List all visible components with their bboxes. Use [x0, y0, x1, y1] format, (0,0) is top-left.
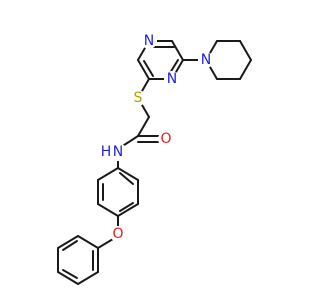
bond — [137, 59, 150, 80]
bond — [143, 60, 154, 77]
bond — [171, 40, 184, 61]
bonds — [57, 40, 252, 285]
bond — [57, 235, 79, 249]
atom-carbonyl-oxygen: O — [158, 131, 174, 147]
bond — [97, 167, 119, 181]
atom-label-hydrogen: H — [101, 144, 112, 160]
bond — [117, 203, 139, 217]
atom-labels: N N N S O N H O — [101, 33, 214, 242]
atom-label: O — [112, 226, 123, 242]
bond — [119, 172, 134, 185]
bond — [97, 203, 119, 217]
bond — [239, 40, 252, 61]
bond — [62, 240, 78, 251]
atom-label: S — [134, 90, 143, 106]
atom-label: N — [144, 33, 154, 49]
molecule-structure: N N N S O N H O — [57, 33, 252, 285]
bond — [119, 202, 134, 212]
atom-ether-oxygen: O — [110, 226, 126, 242]
bond — [57, 271, 79, 285]
atom-label: N — [167, 71, 177, 87]
atom-label: N — [201, 52, 211, 68]
bond — [169, 59, 179, 74]
atom-pyrimidine-nitrogen-1: N — [164, 71, 180, 87]
bond — [117, 167, 139, 181]
bond — [77, 271, 99, 285]
bond — [239, 59, 252, 80]
atom-pyrimidine-nitrogen-3: N — [141, 33, 157, 49]
atom-label: O — [160, 131, 171, 147]
bond — [137, 116, 150, 137]
atom-piperidine-nitrogen: N — [198, 52, 214, 68]
atom-amide-nitrogen: N H — [101, 143, 127, 161]
bond — [62, 269, 78, 279]
atom-label: N — [113, 144, 123, 160]
bond — [77, 235, 99, 249]
atom-sulfur: S — [130, 90, 146, 106]
